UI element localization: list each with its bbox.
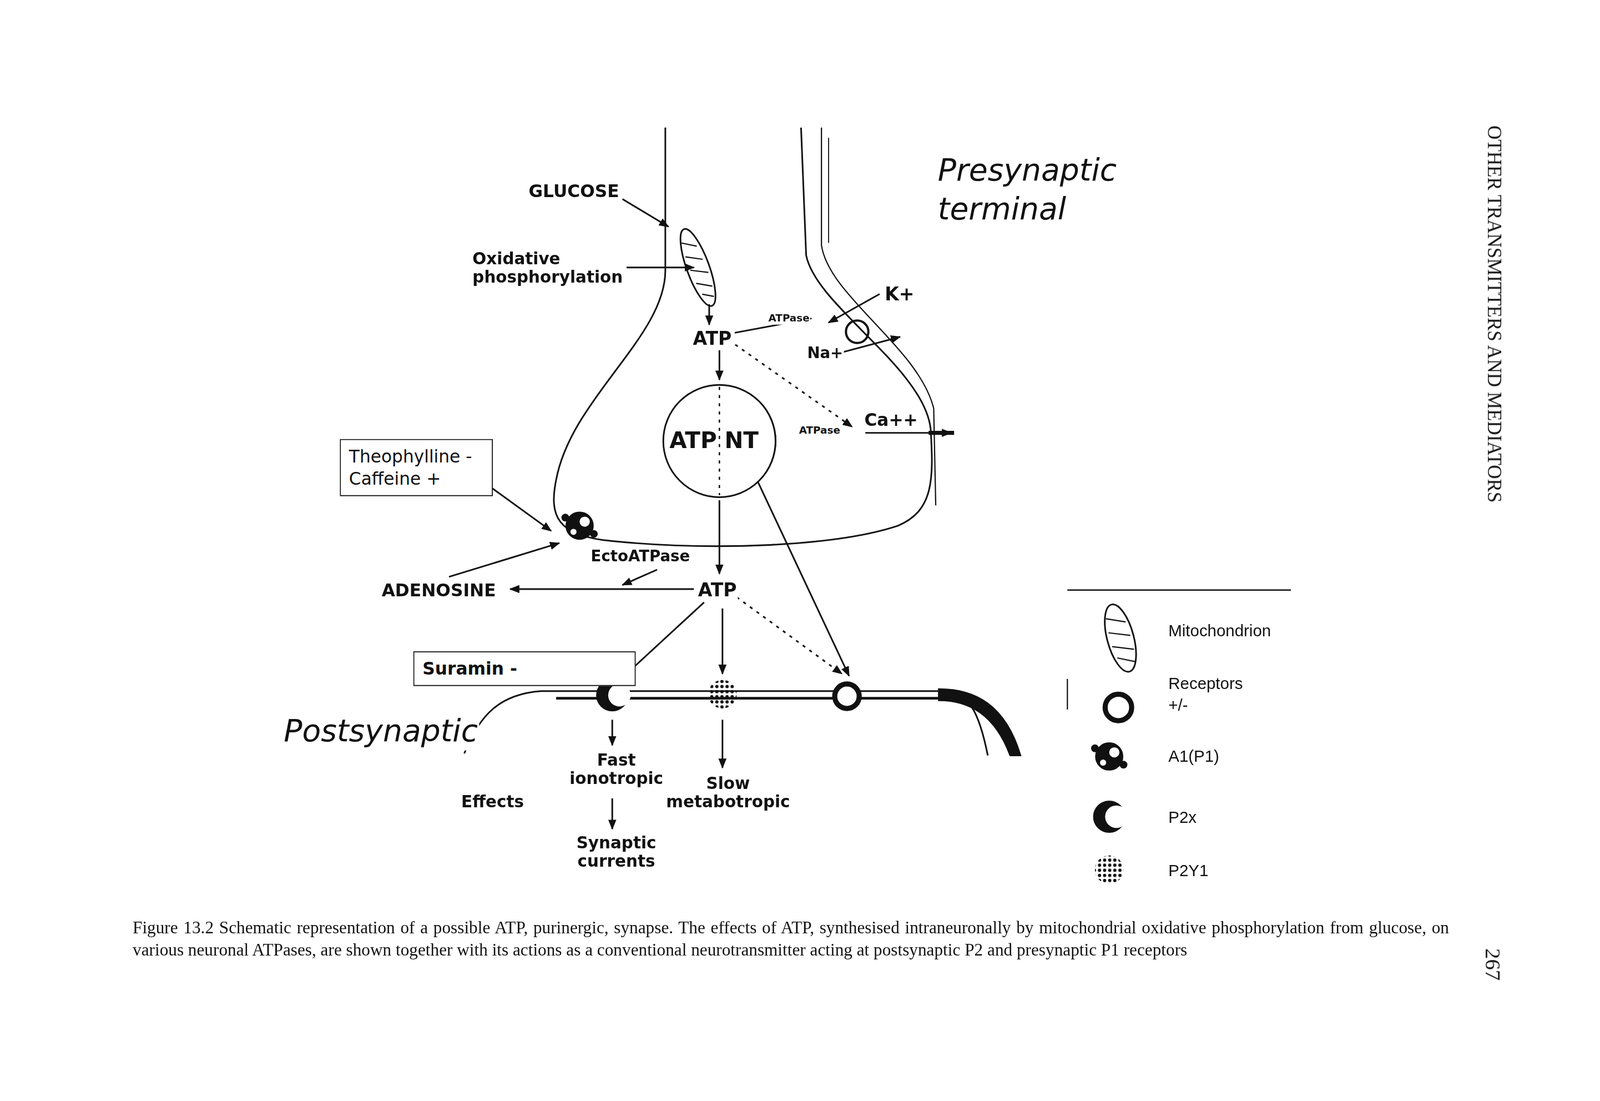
legend-text: Receptors +/- <box>1168 673 1250 716</box>
region-label: Postsynaptic <box>282 711 479 750</box>
effect-label: Slow metabotropic <box>663 774 794 813</box>
molecule-label: ATP <box>697 579 739 601</box>
legend-text: P2x <box>1168 806 1197 829</box>
vesicle-content: ATP <box>669 427 717 453</box>
box-text: Theophylline - Caffeine + <box>349 445 477 491</box>
box-text: Suramin - <box>422 657 627 680</box>
metabolite-label: GLUCOSE <box>527 181 621 202</box>
page-number: 267 <box>1480 946 1506 982</box>
ion-label: Ca++ <box>863 410 920 431</box>
inhibitor-box: Theophylline - Caffeine + <box>339 438 493 497</box>
enzyme-label: EctoATPase <box>589 547 691 566</box>
effect-label: Synaptic currents <box>559 833 674 872</box>
molecule-label: ATP <box>692 328 734 350</box>
enzyme-label: ATPase <box>767 312 811 325</box>
ion-label: K+ <box>883 283 916 305</box>
effect-label: Fast ionotropic <box>559 750 674 789</box>
figure-caption: Figure 13.2 Schematic representation of … <box>132 916 1450 962</box>
antagonist-box: Suramin - <box>413 650 637 686</box>
effect-heading: Effects <box>460 793 526 812</box>
region-label: Presynaptic terminal <box>936 150 1133 228</box>
legend-text: P2Y1 <box>1168 860 1209 882</box>
vesicle-content: NT <box>724 427 759 453</box>
legend-text: Mitochondrion <box>1168 620 1271 642</box>
molecule-label: ADENOSINE <box>380 580 498 601</box>
running-header: OTHER TRANSMITTERS AND MEDIATORS <box>1482 124 1506 504</box>
vesicle-circle: ATP NT <box>660 382 778 500</box>
process-label: Oxidative phosphorylation <box>471 249 627 288</box>
enzyme-label: ATPase <box>798 424 842 437</box>
legend-text: A1(P1) <box>1168 745 1220 767</box>
ion-label: Na+ <box>806 344 845 363</box>
